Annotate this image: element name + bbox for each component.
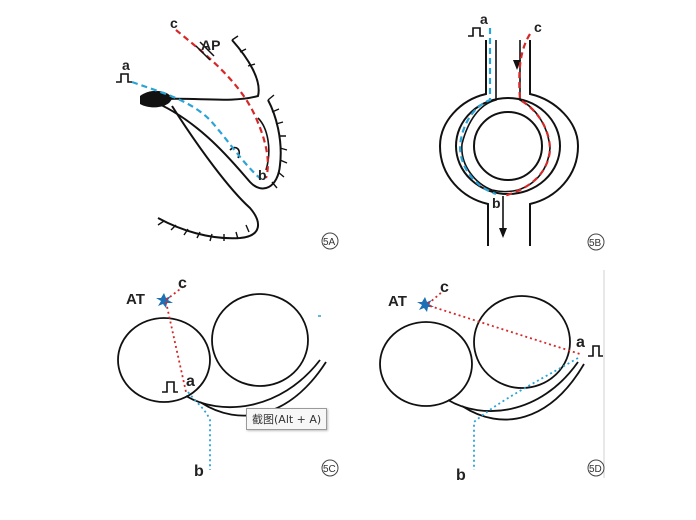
stimulus-pulse-icon [162,381,178,393]
path-a-blue [458,28,497,196]
panel-tag-circle [321,232,339,250]
path-a-blue [131,80,263,181]
label-c: c [440,279,449,296]
path-c-red [165,285,185,301]
path-c-red [175,29,269,179]
panel-tag-5b: 5B [589,238,602,249]
screenshot-tooltip: 截图(Alt + A) [246,408,328,430]
label-b: b [258,167,267,183]
path-a-red [429,305,581,355]
panel-5b: a c b 5B [438,11,605,251]
label-at: AT [126,291,145,308]
label-ap: AP [201,37,220,53]
stimulus-pulse-icon [116,73,132,83]
label-a: a [186,373,195,390]
label-at: AT [388,293,407,310]
dark-tissue-mass [140,90,172,108]
panel-tag-5a: 5A [323,237,336,248]
circle-left [379,321,473,407]
label-a: a [480,11,488,27]
panel-tag-5d: 5D [589,464,602,475]
circle-left [117,317,211,403]
label-c: c [534,19,542,35]
path-b-blue [473,357,579,470]
label-a: a [122,57,130,73]
label-c: c [170,15,178,31]
up-arrow-icon [513,60,521,70]
label-c: c [178,275,187,292]
activation-star-icon [156,293,173,308]
label-b: b [492,195,501,211]
path-c-red [503,33,552,198]
stimulus-pulse-icon [468,27,484,37]
circle-right [473,295,571,389]
path-a-red [165,301,187,393]
stimulus-pulse-icon [588,345,603,357]
panel-5d: AT c a b 5D [379,270,605,484]
activation-star-icon [417,297,434,312]
circle-right [211,293,309,387]
panel-tag-circle [587,459,605,477]
panel-tag-5c: 5C [323,464,336,475]
down-arrow-icon [499,228,507,238]
panel-5a: c AP a b 5A [116,15,339,250]
label-b: b [456,467,466,484]
path-b-blue [187,391,211,470]
panel-5c: AT c a b 5C [117,275,339,480]
label-b: b [194,463,204,480]
panel-tag-circle [321,459,339,477]
panel-tag-circle [587,233,605,251]
path-c-red [427,291,443,305]
label-a: a [576,334,585,351]
